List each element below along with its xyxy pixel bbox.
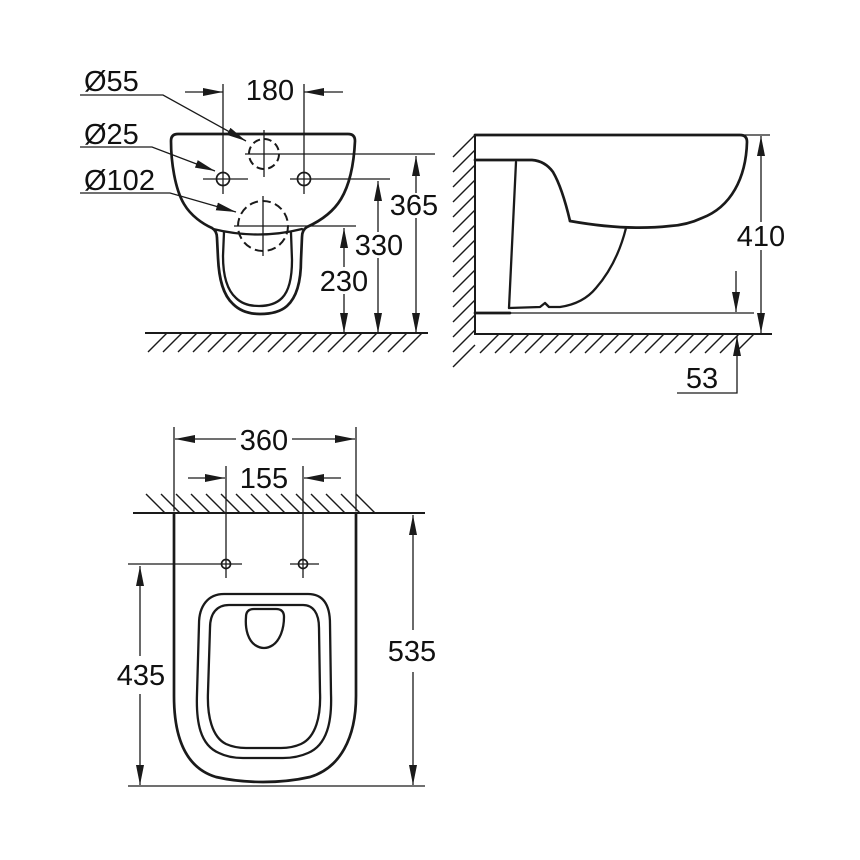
plan-bowl-outer [195,592,333,760]
side-floor-hatch [479,333,755,354]
plan-body-outline [172,511,358,784]
dim-text-410: 410 [737,221,785,253]
dim-53-leader [677,336,741,394]
side-ledge-profile [473,158,572,223]
front-view: Ø55 Ø25 Ø102 180 365 330 230 [80,66,438,353]
dim-text-365: 365 [390,190,438,222]
label-outlet-diameter: Ø102 [84,165,155,197]
dim-text-155: 155 [240,463,288,495]
front-body-outline [169,132,357,316]
dim-text-535: 535 [388,636,436,668]
leader-outlet-hole [80,192,237,213]
label-fixing-hole-diameter: Ø25 [84,119,139,151]
plan-wall-hatch [145,493,376,514]
side-wall-hatch [452,134,476,368]
side-top-profile [473,133,749,229]
leader-fixing-hole [80,146,216,172]
dim-text-330: 330 [355,230,403,262]
front-rim-edge [211,227,304,236]
dim-text-435: 435 [117,660,165,692]
plan-bowl-inner [206,603,322,750]
top-view: 360 155 435 535 [117,425,436,787]
front-bowl-inner [221,230,294,308]
side-back-edge [507,160,518,310]
label-flush-hole-diameter: Ø55 [84,66,139,98]
dim-text-180: 180 [246,75,294,107]
side-view: 410 53 [452,133,785,395]
dim-text-53: 53 [686,363,718,395]
front-floor-hatch [147,332,423,353]
side-bowl-underside [507,226,628,310]
dim-text-360: 360 [240,425,288,457]
leader-flush-hole [80,94,247,142]
dim-text-230: 230 [320,266,368,298]
plan-inlet-shelf [244,607,286,650]
